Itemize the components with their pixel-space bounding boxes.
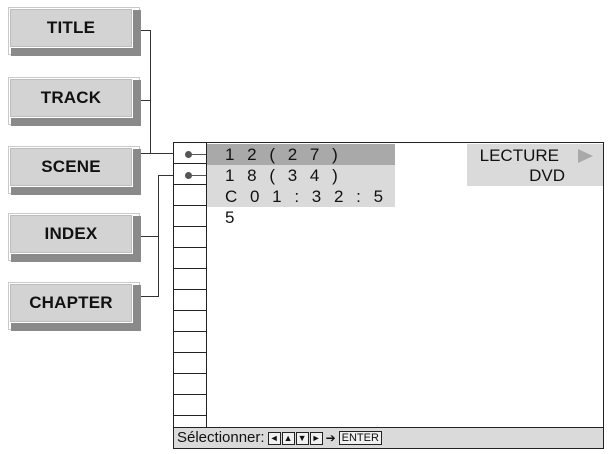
play-icon [578, 149, 593, 163]
scene-button-label: SCENE [10, 148, 132, 186]
icon-cell[interactable] [174, 311, 206, 332]
button-shadow [133, 216, 141, 260]
chapter-button[interactable]: CHAPTER [8, 282, 141, 331]
title-number-row[interactable]: 1 2 ( 2 7 ) [207, 144, 395, 165]
icon-cell[interactable] [174, 290, 206, 311]
icon-column-divider [206, 143, 207, 427]
time-row[interactable]: C 0 1 : 3 2 : 5 5 [207, 186, 395, 227]
connector-line [150, 30, 151, 153]
track-button-label: TRACK [10, 79, 132, 117]
icon-cell[interactable] [174, 248, 206, 269]
title-button[interactable]: TITLE [8, 7, 141, 56]
icon-cell[interactable] [174, 227, 206, 248]
icon-cell[interactable] [174, 269, 206, 290]
index-button[interactable]: INDEX [8, 213, 141, 262]
connector-line [140, 296, 158, 297]
right-arrow-icon: ► [309, 431, 323, 445]
dot-connector [190, 154, 206, 155]
enter-key: ENTER [338, 431, 382, 445]
connector-line [140, 236, 158, 237]
button-shadow [11, 323, 141, 331]
connector-line [140, 153, 188, 154]
connector-line [158, 175, 159, 297]
icon-cell[interactable] [174, 395, 206, 416]
osd-screen: 1 2 ( 2 7 ) 1 8 ( 3 4 ) C 0 1 : 3 2 : 5 … [173, 142, 604, 449]
connector-line [140, 100, 150, 101]
button-shadow [11, 118, 141, 126]
footer-label: Sélectionner: [177, 429, 265, 446]
selected-dot-icon [185, 172, 192, 179]
button-shadow [133, 285, 141, 329]
icon-cell[interactable] [174, 332, 206, 353]
scene-button[interactable]: SCENE [8, 146, 141, 195]
dot-connector [190, 175, 206, 176]
button-shadow [133, 80, 141, 124]
connector-line [140, 30, 150, 31]
icon-cell[interactable] [174, 206, 206, 227]
button-shadow [133, 149, 141, 193]
selected-dot-icon [185, 151, 192, 158]
footer-hint: Sélectionner: ◄ ▲ ▼ ► ➔ ENTER [174, 427, 603, 448]
icon-cell[interactable] [174, 374, 206, 395]
button-shadow [11, 187, 141, 195]
icon-cell-title[interactable] [174, 143, 206, 164]
icon-cell[interactable] [174, 185, 206, 206]
button-shadow [11, 48, 141, 56]
down-arrow-icon: ▼ [295, 431, 309, 445]
arrow-icon: ➔ [325, 431, 336, 445]
icon-cell[interactable] [174, 406, 206, 427]
title-button-label: TITLE [10, 9, 132, 47]
index-button-label: INDEX [10, 215, 132, 253]
chapter-button-label: CHAPTER [10, 284, 132, 322]
button-shadow [11, 254, 141, 262]
disc-type-label: DVD [529, 166, 565, 185]
chapter-number-row[interactable]: 1 8 ( 3 4 ) [207, 165, 395, 186]
playback-status: LECTURE DVD [467, 144, 603, 186]
icon-cell-chapter[interactable] [174, 164, 206, 185]
button-shadow [133, 10, 141, 54]
up-arrow-icon: ▲ [281, 431, 295, 445]
track-button[interactable]: TRACK [8, 77, 141, 126]
left-arrow-icon: ◄ [267, 431, 281, 445]
playback-status-label: LECTURE [479, 146, 559, 165]
icon-cell[interactable] [174, 353, 206, 374]
